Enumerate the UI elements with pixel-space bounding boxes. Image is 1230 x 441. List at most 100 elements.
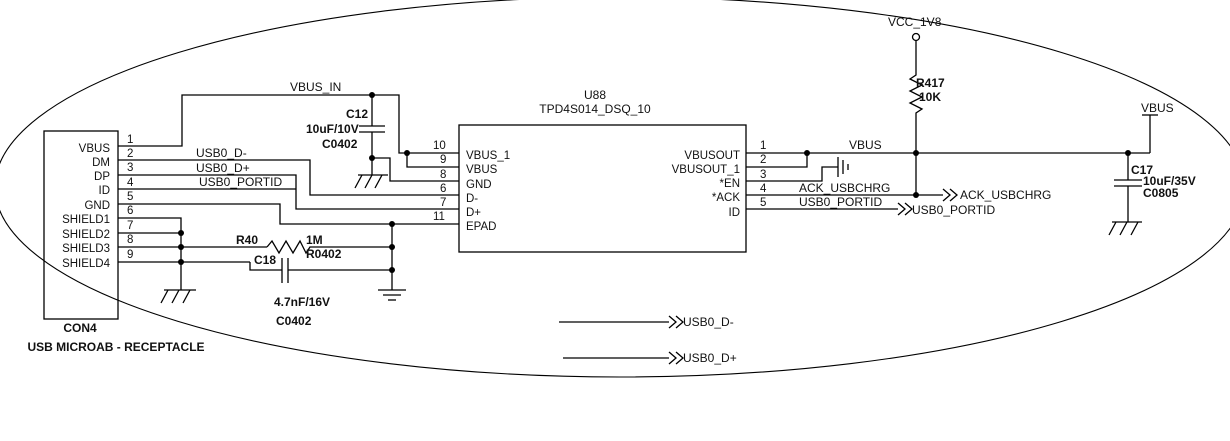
- flag-label-dm: USB0_D-: [683, 315, 734, 329]
- ic-pin-name: VBUSOUT: [684, 150, 740, 162]
- r417-value: 10K: [919, 90, 941, 104]
- portid-flag-icon: [897, 202, 913, 216]
- chassis-ground-icon: [1108, 221, 1139, 236]
- net-label-usb-portid: USB0_PORTID: [199, 175, 282, 189]
- con-pin-name: DP: [94, 171, 110, 183]
- vcc-terminal-icon: [911, 32, 921, 42]
- wire-gnd-epad: [118, 203, 459, 225]
- wire-usb-dm: [118, 159, 459, 196]
- chassis-ground-icon: [354, 174, 383, 189]
- flag-label-ack: ACK_USBCHRG: [960, 188, 1051, 202]
- wire-gnd-pin8: [372, 157, 459, 182]
- ic-pin-name: D+: [466, 207, 481, 219]
- ic-pin-name: VBUS: [466, 164, 498, 176]
- con-pin-num: 5: [127, 191, 133, 203]
- junction-dot: [178, 259, 184, 265]
- ic-pin-num: 3: [760, 169, 766, 181]
- net-label-vbus-in: VBUS_IN: [290, 80, 341, 94]
- c18-wire-left: [249, 262, 282, 271]
- ic-part: TPD4S014_DSQ_10: [539, 102, 651, 116]
- ic-ref: U88: [584, 88, 606, 102]
- con-pin-num: 6: [127, 205, 133, 217]
- ic-pin-name: ID: [729, 207, 741, 219]
- con-pin-num: 4: [127, 177, 134, 189]
- con-pin-name: GND: [84, 200, 110, 212]
- wire-vbusout-1: [746, 153, 808, 168]
- c17-ref: C17: [1131, 163, 1153, 177]
- ic-pin-num: 9: [440, 154, 446, 166]
- con-pin-num: 1: [127, 134, 133, 146]
- chassis-ground-icon: [160, 289, 191, 304]
- ic-pin-name: GND: [466, 179, 492, 191]
- r40-package: R0402: [306, 247, 342, 261]
- ic-pin-num: 5: [760, 197, 766, 209]
- connector-ref: CON4: [63, 321, 97, 335]
- ic-pin-num: 6: [440, 183, 446, 195]
- wire-vbus-in-2: [372, 94, 459, 154]
- r40-ref: R40: [236, 233, 258, 247]
- c18-ref: C18: [254, 253, 276, 267]
- ic-pin-num: 1: [760, 140, 766, 152]
- con-pin-name: SHIELD1: [62, 214, 110, 226]
- ic-right-pin-names: VBUSOUT VBUSOUT_1 *EN *ACK ID: [672, 150, 741, 219]
- ic-left-pin-names: VBUS_1 VBUS GND D- D+ EPAD: [466, 150, 510, 233]
- ic-pin-num: 7: [440, 197, 446, 209]
- net-label-usb-dp: USB0_D+: [196, 161, 250, 175]
- ic-pin-num: 11: [433, 211, 445, 223]
- ic-pin-name: *EN: [720, 178, 740, 190]
- ic-pin-name: *ACK: [712, 192, 740, 204]
- flag-label-dp: USB0_D+: [683, 351, 737, 365]
- ic-pin-name: D-: [466, 193, 478, 205]
- net-label-portid: USB0_PORTID: [799, 195, 882, 209]
- c12-ref: C12: [346, 107, 368, 121]
- con-pin-name: ID: [99, 185, 111, 197]
- r417-resistor: [908, 41, 924, 195]
- connector-body: [43, 130, 119, 320]
- ic-body: [458, 124, 747, 253]
- connector-description: USB MICROAB - RECEPTACLE: [27, 340, 204, 354]
- junction-dot: [178, 244, 184, 250]
- junction-dot: [389, 267, 395, 273]
- wire-en: [746, 166, 838, 182]
- ic-left-pin-numbers: 10 9 8 6 7 11: [433, 140, 446, 223]
- flag-label-portid: USB0_PORTID: [912, 203, 995, 217]
- wire-shield1: [118, 217, 182, 290]
- dp-flag-icon: [668, 351, 684, 365]
- junction-dot: [389, 244, 395, 250]
- ic-pin-num: 10: [433, 140, 446, 152]
- connector-pin-names: VBUS DM DP ID GND SHIELD1 SHIELD2 SHIELD…: [62, 143, 111, 270]
- ic-right-pin-numbers: 1 2 3 4 5: [760, 140, 767, 209]
- net-label-usb-dm: USB0_D-: [196, 146, 247, 160]
- con-pin-name: SHIELD4: [62, 258, 111, 270]
- con-pin-num: 9: [127, 249, 133, 261]
- con-pin-num: 3: [127, 162, 133, 174]
- ic-pin-name: VBUS_1: [466, 150, 510, 162]
- ic-pin-num: 2: [760, 154, 766, 166]
- con-pin-num: 7: [127, 220, 133, 232]
- net-label-vbus: VBUS: [849, 138, 882, 152]
- flag-label-vbus: VBUS: [1141, 101, 1174, 115]
- c12-value: 10uF/10V: [306, 122, 359, 136]
- wire-vbus-pin9: [406, 153, 459, 168]
- c18-package: C0402: [276, 314, 312, 328]
- highlight-ellipse: [0, 0, 1230, 378]
- r40-resistor: [266, 239, 392, 255]
- con-pin-num: 8: [127, 234, 133, 246]
- c17-value: 10uF/35V: [1143, 174, 1196, 188]
- wire-usb-dp: [118, 174, 459, 210]
- c17-package: C0805: [1143, 186, 1179, 200]
- con-pin-name: SHIELD2: [62, 229, 110, 241]
- net-label-ack: ACK_USBCHRG: [799, 181, 890, 195]
- con-pin-name: DM: [92, 157, 110, 169]
- net-label-vcc: VCC_1V8: [888, 15, 942, 29]
- ic-pin-name: VBUSOUT_1: [672, 164, 740, 176]
- dm-flag-icon: [668, 315, 684, 329]
- con-pin-name: VBUS: [79, 143, 111, 155]
- connector-pin-numbers: 1 2 3 4 5 6 7 8 9: [127, 134, 134, 261]
- con-pin-num: 2: [127, 148, 133, 160]
- c18-value: 4.7nF/16V: [274, 295, 330, 309]
- c12-package: C0402: [322, 137, 358, 151]
- wire-vbus-in: [118, 94, 372, 147]
- con-pin-name: SHIELD3: [62, 243, 110, 255]
